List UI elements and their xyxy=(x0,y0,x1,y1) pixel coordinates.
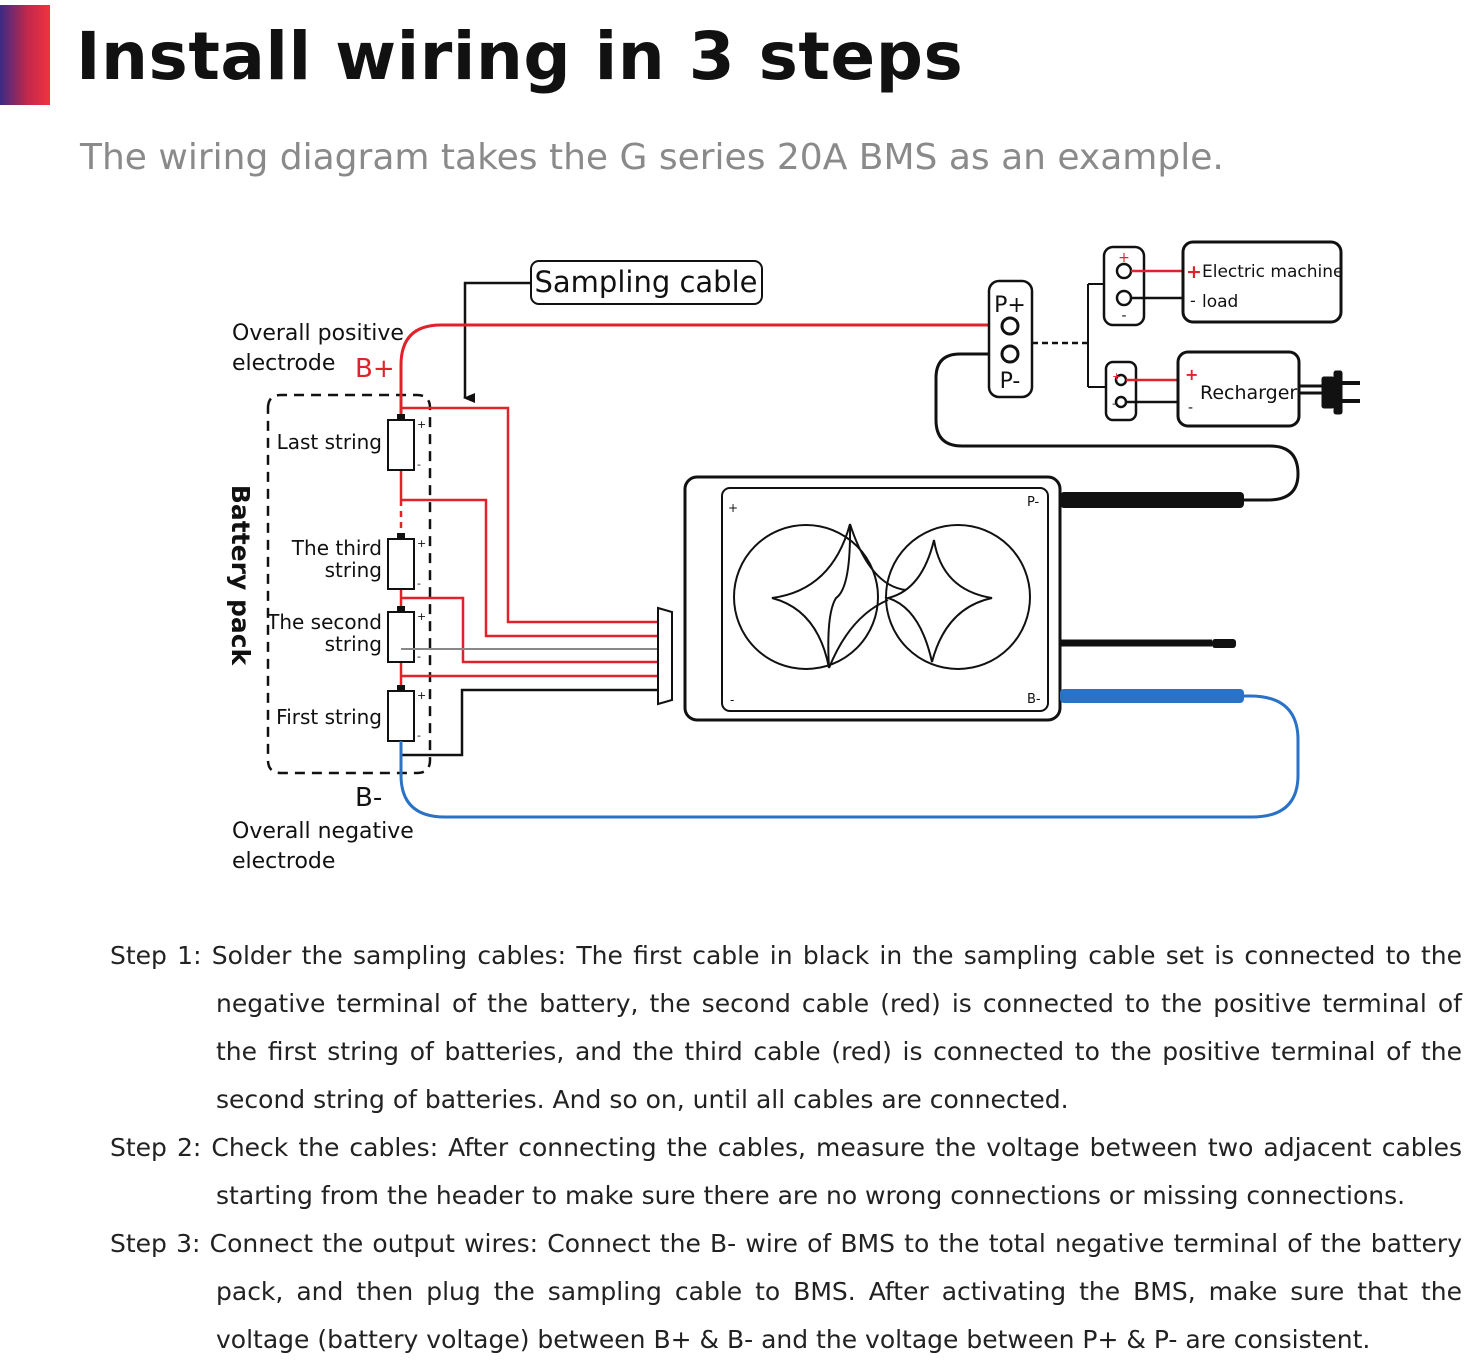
bms-logo-icon xyxy=(771,523,852,669)
step-3: Step 3: Connect the output wires: Connec… xyxy=(110,1229,1462,1354)
output-branch xyxy=(1087,283,1106,388)
page-title: Install wiring in 3 steps xyxy=(76,18,964,95)
cell-second-string xyxy=(387,606,415,663)
label-second-string: The second xyxy=(266,610,382,634)
cell-plus-mark: + xyxy=(417,689,426,702)
load-box xyxy=(1181,240,1343,324)
load-box-plus: + xyxy=(1186,261,1202,283)
cell-minus-mark: - xyxy=(417,577,421,590)
overall-negative-label-2: electrode xyxy=(232,849,335,874)
sampling-cable-label: Sampling cable xyxy=(535,265,758,299)
steps-list: Step 1: Solder the sampling cables: The … xyxy=(110,932,1462,1364)
bms-b-minus-lead xyxy=(1060,689,1244,703)
b-plus-wire xyxy=(399,323,995,414)
battery-pack-enclosure xyxy=(266,393,432,775)
cell-plus-mark: + xyxy=(417,418,426,431)
b-minus-label: B- xyxy=(355,783,382,813)
label-third-string-2: string xyxy=(325,558,382,582)
bms-b-minus-label: B- xyxy=(1027,692,1041,707)
label-third-string: The third xyxy=(291,536,382,560)
overall-positive-label: Overall positive xyxy=(232,321,404,346)
wiring-diagram: Sampling cable Overall positive electrod… xyxy=(226,240,1360,874)
temperature-probe xyxy=(1060,639,1236,648)
battery-pack-label: Battery pack xyxy=(226,485,255,667)
cell-minus-mark: - xyxy=(417,458,421,471)
p-minus-label: P- xyxy=(1000,369,1021,394)
sampling-cable-arrow xyxy=(463,281,531,403)
recharger-label: Recharger xyxy=(1200,382,1297,404)
bms-board xyxy=(683,475,1062,722)
load-label: Electric machine xyxy=(1202,262,1343,282)
p-terminal-block xyxy=(987,279,1034,399)
recharger-terminal-block xyxy=(1104,360,1138,422)
load-terminal-block xyxy=(1102,245,1146,327)
load-minus-mark: - xyxy=(1121,308,1126,324)
recharger-minus-mark: - xyxy=(1112,397,1116,410)
bms-p-minus-label: P- xyxy=(1027,495,1040,510)
cell-plus-mark: + xyxy=(417,610,426,623)
cell-last-string xyxy=(387,414,415,471)
accent-bar xyxy=(0,5,50,105)
label-last-string: Last string xyxy=(277,430,382,454)
b-plus-label: B+ xyxy=(355,354,395,384)
p-plus-terminal xyxy=(1000,316,1020,336)
load-minus-terminal xyxy=(1115,289,1133,307)
overall-positive-label-2: electrode xyxy=(232,351,335,376)
load-box-minus: - xyxy=(1190,291,1196,310)
cell-plus-mark: + xyxy=(417,537,426,550)
p-minus-terminal xyxy=(1000,344,1020,364)
cell-third-string xyxy=(387,533,415,590)
overall-negative-label: Overall negative xyxy=(232,819,414,844)
sampling-wire-black xyxy=(401,688,658,757)
b-minus-wire xyxy=(399,694,1300,819)
load-plus-terminal xyxy=(1115,262,1133,280)
load-label-2: load xyxy=(1202,292,1238,312)
cell-minus-mark: - xyxy=(417,729,421,742)
recharger-box xyxy=(1176,350,1301,428)
p-minus-wire xyxy=(934,352,1300,502)
label-first-string: First string xyxy=(276,705,382,729)
sampling-wires xyxy=(401,406,658,678)
cell-minus-mark: - xyxy=(417,650,421,663)
bms-plus-mark: + xyxy=(728,501,738,515)
page-subtitle: The wiring diagram takes the G series 20… xyxy=(80,137,1224,178)
recharger-minus-terminal xyxy=(1114,395,1128,409)
bms-minus-mark: - xyxy=(730,693,734,707)
label-second-string-2: string xyxy=(325,632,382,656)
cell-first-string xyxy=(387,685,415,742)
plug-icon xyxy=(1299,370,1360,415)
recharger-box-plus: + xyxy=(1185,365,1198,384)
p-plus-label: P+ xyxy=(994,293,1026,318)
step-1: Step 1: Solder the sampling cables: The … xyxy=(110,941,1462,1114)
recharger-box-minus: - xyxy=(1188,400,1193,416)
recharger-plus-mark: + xyxy=(1112,370,1121,383)
bms-p-minus-lead xyxy=(1060,492,1244,508)
step-2: Step 2: Check the cables: After connecti… xyxy=(110,1133,1462,1210)
load-plus-mark: + xyxy=(1118,250,1130,266)
